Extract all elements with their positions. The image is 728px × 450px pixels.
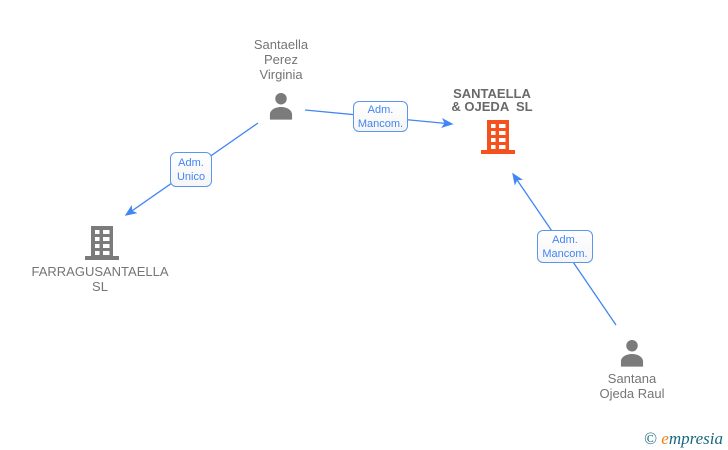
edge-label-adm-mancom-right[interactable]: Adm. Mancom. <box>537 230 593 263</box>
brand-letter-e: e <box>661 429 669 448</box>
edge-label-adm-unico[interactable]: Adm. Unico <box>170 152 212 187</box>
building-icon <box>85 226 119 260</box>
node-farragusantaella-sl[interactable]: FARRAGUSANTAELLA SL <box>31 226 169 294</box>
node-label: SANTAELLA & OJEDA SL <box>451 86 533 114</box>
edge-label-adm-mancom-top[interactable]: Adm. Mancom. <box>353 101 408 132</box>
node-label: Santaella Perez Virginia <box>253 37 309 82</box>
person-icon <box>620 340 644 367</box>
node-label: FARRAGUSANTAELLA SL <box>31 264 169 294</box>
copyright-symbol: © <box>644 429 658 448</box>
building-icon <box>481 120 515 154</box>
node-label: Santana Ojeda Raul <box>599 371 665 401</box>
person-icon <box>269 93 293 120</box>
brand-rest: mpresia <box>668 429 723 448</box>
node-santana-ojeda-raul[interactable]: Santana Ojeda Raul <box>599 337 665 401</box>
node-santaella-perez-virginia[interactable]: Santaella Perez Virginia <box>254 37 308 120</box>
empresia-logo[interactable]: © empresia <box>644 429 723 449</box>
node-santaella-ojeda-sl[interactable]: SANTAELLA & OJEDA SL <box>451 87 533 154</box>
